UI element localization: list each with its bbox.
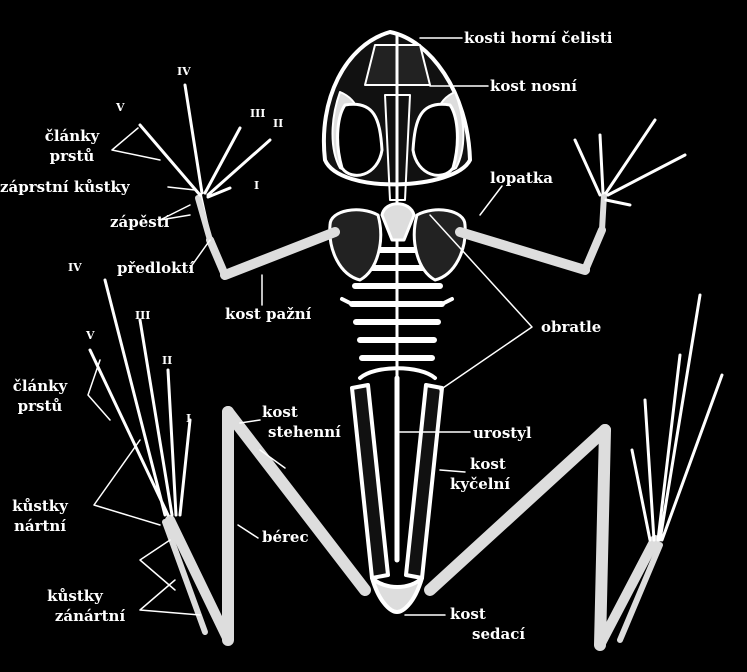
label-predlokti: předloktí (117, 260, 194, 277)
digit-label-hind-i: I (186, 413, 191, 425)
label-clanky-prstu-hind-2: prstů (0, 398, 80, 415)
label-kost-stehenni-2: stehenní (268, 424, 341, 441)
label-berec: bérec (262, 529, 309, 546)
label-clanky-prstu-front-1: články (22, 128, 122, 145)
label-obratle: obratle (541, 319, 601, 336)
label-zaprstni-kustky: záprstní kůstky (0, 179, 130, 196)
digit-label-front-iv: IV (177, 66, 191, 78)
label-zapesti: zápěstí (110, 214, 169, 231)
label-kost-sedaci-2: sedací (472, 626, 525, 643)
label-clanky-prstu-hind-1: články (0, 378, 80, 395)
digit-label-hind-iv: IV (68, 262, 82, 274)
hind-left-limb (90, 280, 365, 640)
label-kosti-horni-celisti: kosti horní čelisti (464, 30, 612, 47)
label-kustky-nartni-2: nártní (0, 518, 80, 535)
label-kustky-nartni-1: kůstky (0, 498, 80, 515)
digit-label-front-v: V (116, 102, 125, 114)
digit-label-front-i: I (254, 180, 259, 192)
front-left-limb (140, 85, 335, 275)
label-kost-stehenni-1: kost (262, 404, 298, 421)
label-kost-pazni: kost pažní (225, 306, 311, 323)
label-kost-kycelni-1: kost (470, 456, 506, 473)
label-kost-kycelni-2: kyčelní (450, 476, 510, 493)
digit-label-hind-v: V (86, 330, 95, 342)
front-right-limb (460, 120, 685, 270)
pelvis (352, 368, 442, 612)
digit-label-front-ii: II (273, 118, 283, 130)
label-kustky-zanartni-2: zánártní (35, 608, 145, 625)
label-kustky-zanartni-1: kůstky (20, 588, 130, 605)
label-urostyl: urostyl (473, 425, 532, 442)
digit-label-hind-ii: II (162, 355, 172, 367)
label-kost-nosni: kost nosní (490, 78, 577, 95)
label-lopatka: lopatka (490, 170, 553, 187)
digit-label-hind-iii: III (135, 310, 150, 322)
digit-label-front-iii: III (250, 108, 265, 120)
skull (324, 32, 470, 200)
label-kost-sedaci-1: kost (450, 606, 486, 623)
label-clanky-prstu-front-2: prstů (22, 148, 122, 165)
